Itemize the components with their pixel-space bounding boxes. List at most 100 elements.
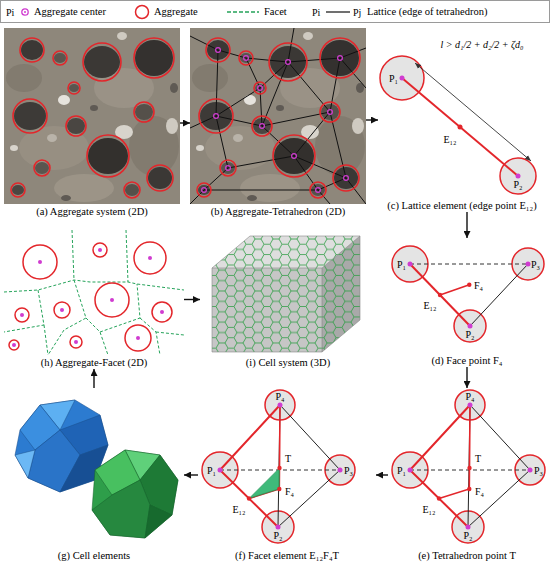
lattice-element-part — [402, 78, 518, 176]
aggregate-facet-part-part — [95, 283, 129, 317]
aggregate-facet-part-part — [70, 336, 82, 348]
point-label: P₃ — [531, 259, 540, 270]
aggregate-facet-part-part — [98, 248, 102, 252]
tetrahedron-point-part — [392, 390, 545, 543]
aggregate-facet-part — [9, 242, 172, 351]
face-point-part — [410, 264, 470, 326]
cell-cube — [212, 236, 360, 352]
face-point-part — [440, 285, 469, 295]
lattice-photo — [190, 28, 366, 204]
face-point-part — [468, 324, 473, 329]
lattice-element-part — [500, 158, 536, 194]
facet-element-part — [218, 403, 343, 530]
figure-panel: (a) Aggregate system (2D) — [4, 28, 180, 218]
aggregate-facet-part-part — [74, 340, 78, 344]
cell-elements-part — [92, 450, 178, 538]
flow-arrow — [184, 299, 200, 300]
point-label: E₁₂ — [422, 504, 435, 515]
cell-elements-part — [15, 400, 108, 492]
figure-panel: (i) Cell system (3D) — [200, 230, 376, 369]
formula-label: l > d₁/2 + d₂/2 + ζd₀ — [440, 39, 523, 50]
face-point — [392, 246, 544, 342]
face-point-part — [526, 262, 531, 267]
legend-item: Lattice (edge of tetrahedron) — [325, 4, 487, 20]
lattice-element-part — [400, 76, 405, 81]
face-point-part — [410, 264, 528, 265]
tetrahedron-point — [392, 390, 545, 543]
lattice-element-part — [516, 174, 521, 179]
concrete-photo-part — [11, 38, 174, 198]
legend-sample — [325, 4, 351, 20]
legend-symbol-label: Pi — [6, 7, 14, 18]
lattice-element-part — [458, 125, 463, 130]
point-label: P₁ — [389, 73, 398, 84]
legend-item: Aggregate center — [19, 4, 106, 20]
point-label: T — [285, 453, 291, 464]
panel-caption: (d) Face point F₄ — [388, 355, 546, 367]
aggregate-facet-part-part — [60, 308, 64, 312]
legend-sample — [226, 4, 260, 20]
aggregate-facet-part-part — [54, 302, 70, 318]
aggregate-facet-part-part — [20, 313, 24, 317]
point-label: F₄ — [285, 486, 294, 497]
point-label: T — [475, 453, 481, 464]
facet-element-part — [249, 468, 280, 499]
point-label: P₁ — [397, 259, 406, 270]
point-label: F₄ — [475, 486, 484, 497]
tetrahedron-point-part — [408, 403, 533, 530]
cell-cube-part — [322, 236, 360, 352]
aggregate-facet-part — [4, 230, 184, 355]
aggregate-facet-part-part — [93, 243, 107, 257]
flow-arrow — [184, 474, 198, 475]
lattice-element — [380, 56, 536, 194]
panel-caption: (f) Facet element E₁₂F₄T — [198, 550, 376, 562]
aggregate-facet-part-part — [152, 302, 172, 322]
aggregate-facet-part-part — [38, 260, 42, 264]
flow-arrow — [376, 474, 388, 475]
cell-elements-part-part — [145, 505, 172, 538]
face-point-part — [467, 283, 471, 287]
cell-elements-part-part — [92, 480, 150, 538]
facet-element — [202, 390, 355, 543]
cell-cube-part — [322, 236, 360, 352]
concrete-photo — [4, 28, 180, 204]
flow-arrow — [466, 367, 467, 388]
panel-caption: (e) Tetrahedron point T — [388, 550, 546, 562]
legend-text: Lattice (edge of tetrahedron) — [367, 6, 487, 18]
legend-text: Aggregate — [154, 6, 198, 18]
figure-panel: (d) Face point F₄ — [388, 238, 546, 367]
figure-panel: (g) Cell elements — [4, 388, 184, 562]
flow-arrow — [180, 122, 190, 123]
aggregate-facet-part-part — [23, 245, 57, 279]
point-label: E₁₂ — [443, 134, 456, 145]
panel-caption: (i) Cell system (3D) — [200, 357, 376, 369]
lattice-element-part — [380, 56, 424, 100]
lattice-photo-part — [190, 28, 366, 204]
aggregate-facet-part — [12, 248, 164, 347]
point-label: P₄ — [275, 391, 284, 402]
cell-elements — [15, 400, 178, 538]
legend-frame — [1, 1, 550, 23]
facet-element-part — [202, 390, 355, 543]
face-point-part — [438, 293, 442, 297]
legend-sample — [134, 4, 150, 20]
aggregate-facet-part-part — [148, 256, 152, 260]
panel-caption: (c) Lattice element (edge point E₁₂) — [378, 200, 546, 212]
point-label: P₂ — [513, 179, 522, 190]
panel-caption: (b) Aggregate-Tetrahedron (2D) — [190, 206, 366, 218]
point-label: P₄ — [465, 391, 474, 402]
concrete-photo-part — [4, 28, 180, 204]
cell-cube-part — [212, 268, 322, 352]
legend-item: Aggregate — [134, 4, 198, 20]
lattice-photo-part — [190, 28, 366, 204]
aggregate-facet-part-part — [125, 325, 151, 351]
point-label: E₁₂ — [423, 300, 436, 311]
aggregate-facet-part-part — [134, 242, 166, 274]
point-label: P₁ — [397, 465, 406, 476]
lattice-photo-part — [197, 38, 360, 198]
legend-symbol-label: Pi — [312, 7, 320, 18]
point-label: P₂ — [465, 329, 474, 340]
legend-item: Facet — [226, 4, 287, 20]
